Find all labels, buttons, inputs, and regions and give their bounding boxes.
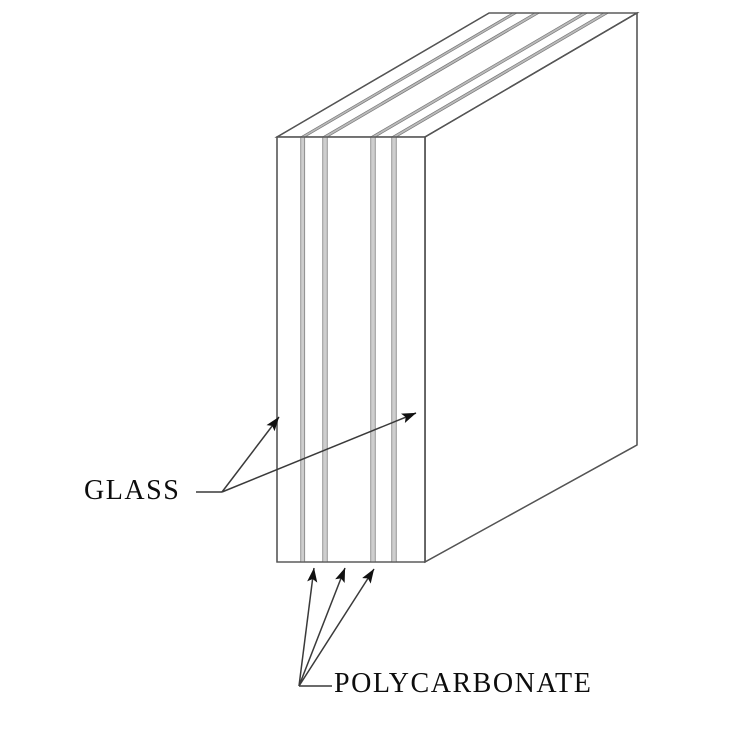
front-shade-4: [392, 137, 396, 562]
polycarbonate-leader-arrow-1: [298, 567, 318, 687]
front-shade-3: [371, 137, 375, 562]
front-face-interlayer-shading: [301, 137, 396, 562]
glass-leader-arrow-2: [221, 412, 417, 493]
polycarbonate-callout-leader: [298, 567, 375, 687]
glass-callout-leader: [196, 412, 417, 493]
polycarbonate-leader-arrow-2: [298, 567, 346, 687]
glass-leader-arrow-1: [221, 416, 280, 493]
interlayer-shade-4: [392, 13, 608, 137]
panel-body: [274, 11, 640, 564]
polycarbonate-leader-arrow-3: [298, 568, 375, 687]
interlayer-shade-2: [323, 13, 539, 137]
interlayer-shade-1: [301, 13, 517, 137]
glass-label: GLASS: [84, 475, 181, 506]
top-face-interlayer-shading: [301, 13, 608, 137]
front-shade-2: [323, 137, 327, 562]
front-shade-1: [301, 137, 305, 562]
polycarbonate-label: POLYCARBONATE: [334, 668, 593, 699]
panel-front-face: [276, 136, 426, 563]
interlayer-shade-3: [371, 13, 587, 137]
